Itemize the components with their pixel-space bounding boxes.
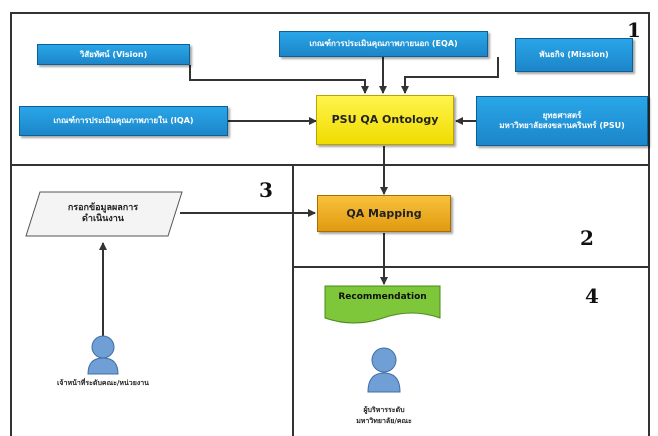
node-qa-mapping: QA Mapping	[317, 195, 451, 232]
node-strategy: ยุทธศาสตร์ มหาวิทยาลัยสงขลานครินทร์ (PSU…	[476, 96, 648, 146]
node-psu-qa-ontology: PSU QA Ontology	[316, 95, 454, 145]
region1-bottom-divider	[10, 164, 650, 166]
region-number-4: 4	[585, 284, 599, 308]
node-mission: พันธกิจ (Mission)	[515, 38, 633, 72]
node-recommendation: Recommendation	[338, 292, 427, 303]
region-number-1: 1	[627, 18, 641, 42]
node-vision: วิสัยทัศน์ (Vision)	[37, 44, 190, 65]
region-number-2: 2	[580, 226, 594, 250]
edge-vision-ontology	[189, 65, 369, 94]
edge-mission-ontology	[401, 57, 499, 94]
executive-label: ผู้บริหารระดับ มหาวิทยาลัย/คณะ	[318, 405, 450, 427]
frame-right	[648, 12, 650, 436]
frame-left	[10, 12, 12, 436]
node-strategy-line1: ยุทธศาสตร์	[542, 111, 582, 120]
region-number-3: 3	[259, 178, 273, 202]
executive-label-line1: ผู้บริหารระดับ	[363, 406, 405, 414]
staff-label: เจ้าหน้าที่ระดับคณะ/หน่วยงาน	[57, 379, 149, 387]
node-strategy-line2: มหาวิทยาลัยสงขลานครินทร์ (PSU)	[499, 121, 625, 130]
frame-top	[10, 12, 650, 14]
node-input-line2: ดำเนินงาน	[82, 214, 124, 224]
staff-person-icon	[87, 335, 119, 375]
node-input-line1: กรอกข้อมูลผลการ	[67, 202, 139, 213]
region2-bottom-divider	[292, 266, 650, 268]
executive-person-icon	[367, 347, 401, 393]
region3-right-divider	[292, 164, 294, 436]
executive-label-line2: มหาวิทยาลัย/คณะ	[356, 417, 412, 425]
node-input-performance: กรอกข้อมูลผลการ ดำเนินงาน	[42, 196, 164, 232]
node-eqa: เกณฑ์การประเมินคุณภาพภายนอก (EQA)	[279, 31, 488, 57]
node-iqa: เกณฑ์การประเมินคุณภาพภายใน (IQA)	[19, 106, 228, 136]
